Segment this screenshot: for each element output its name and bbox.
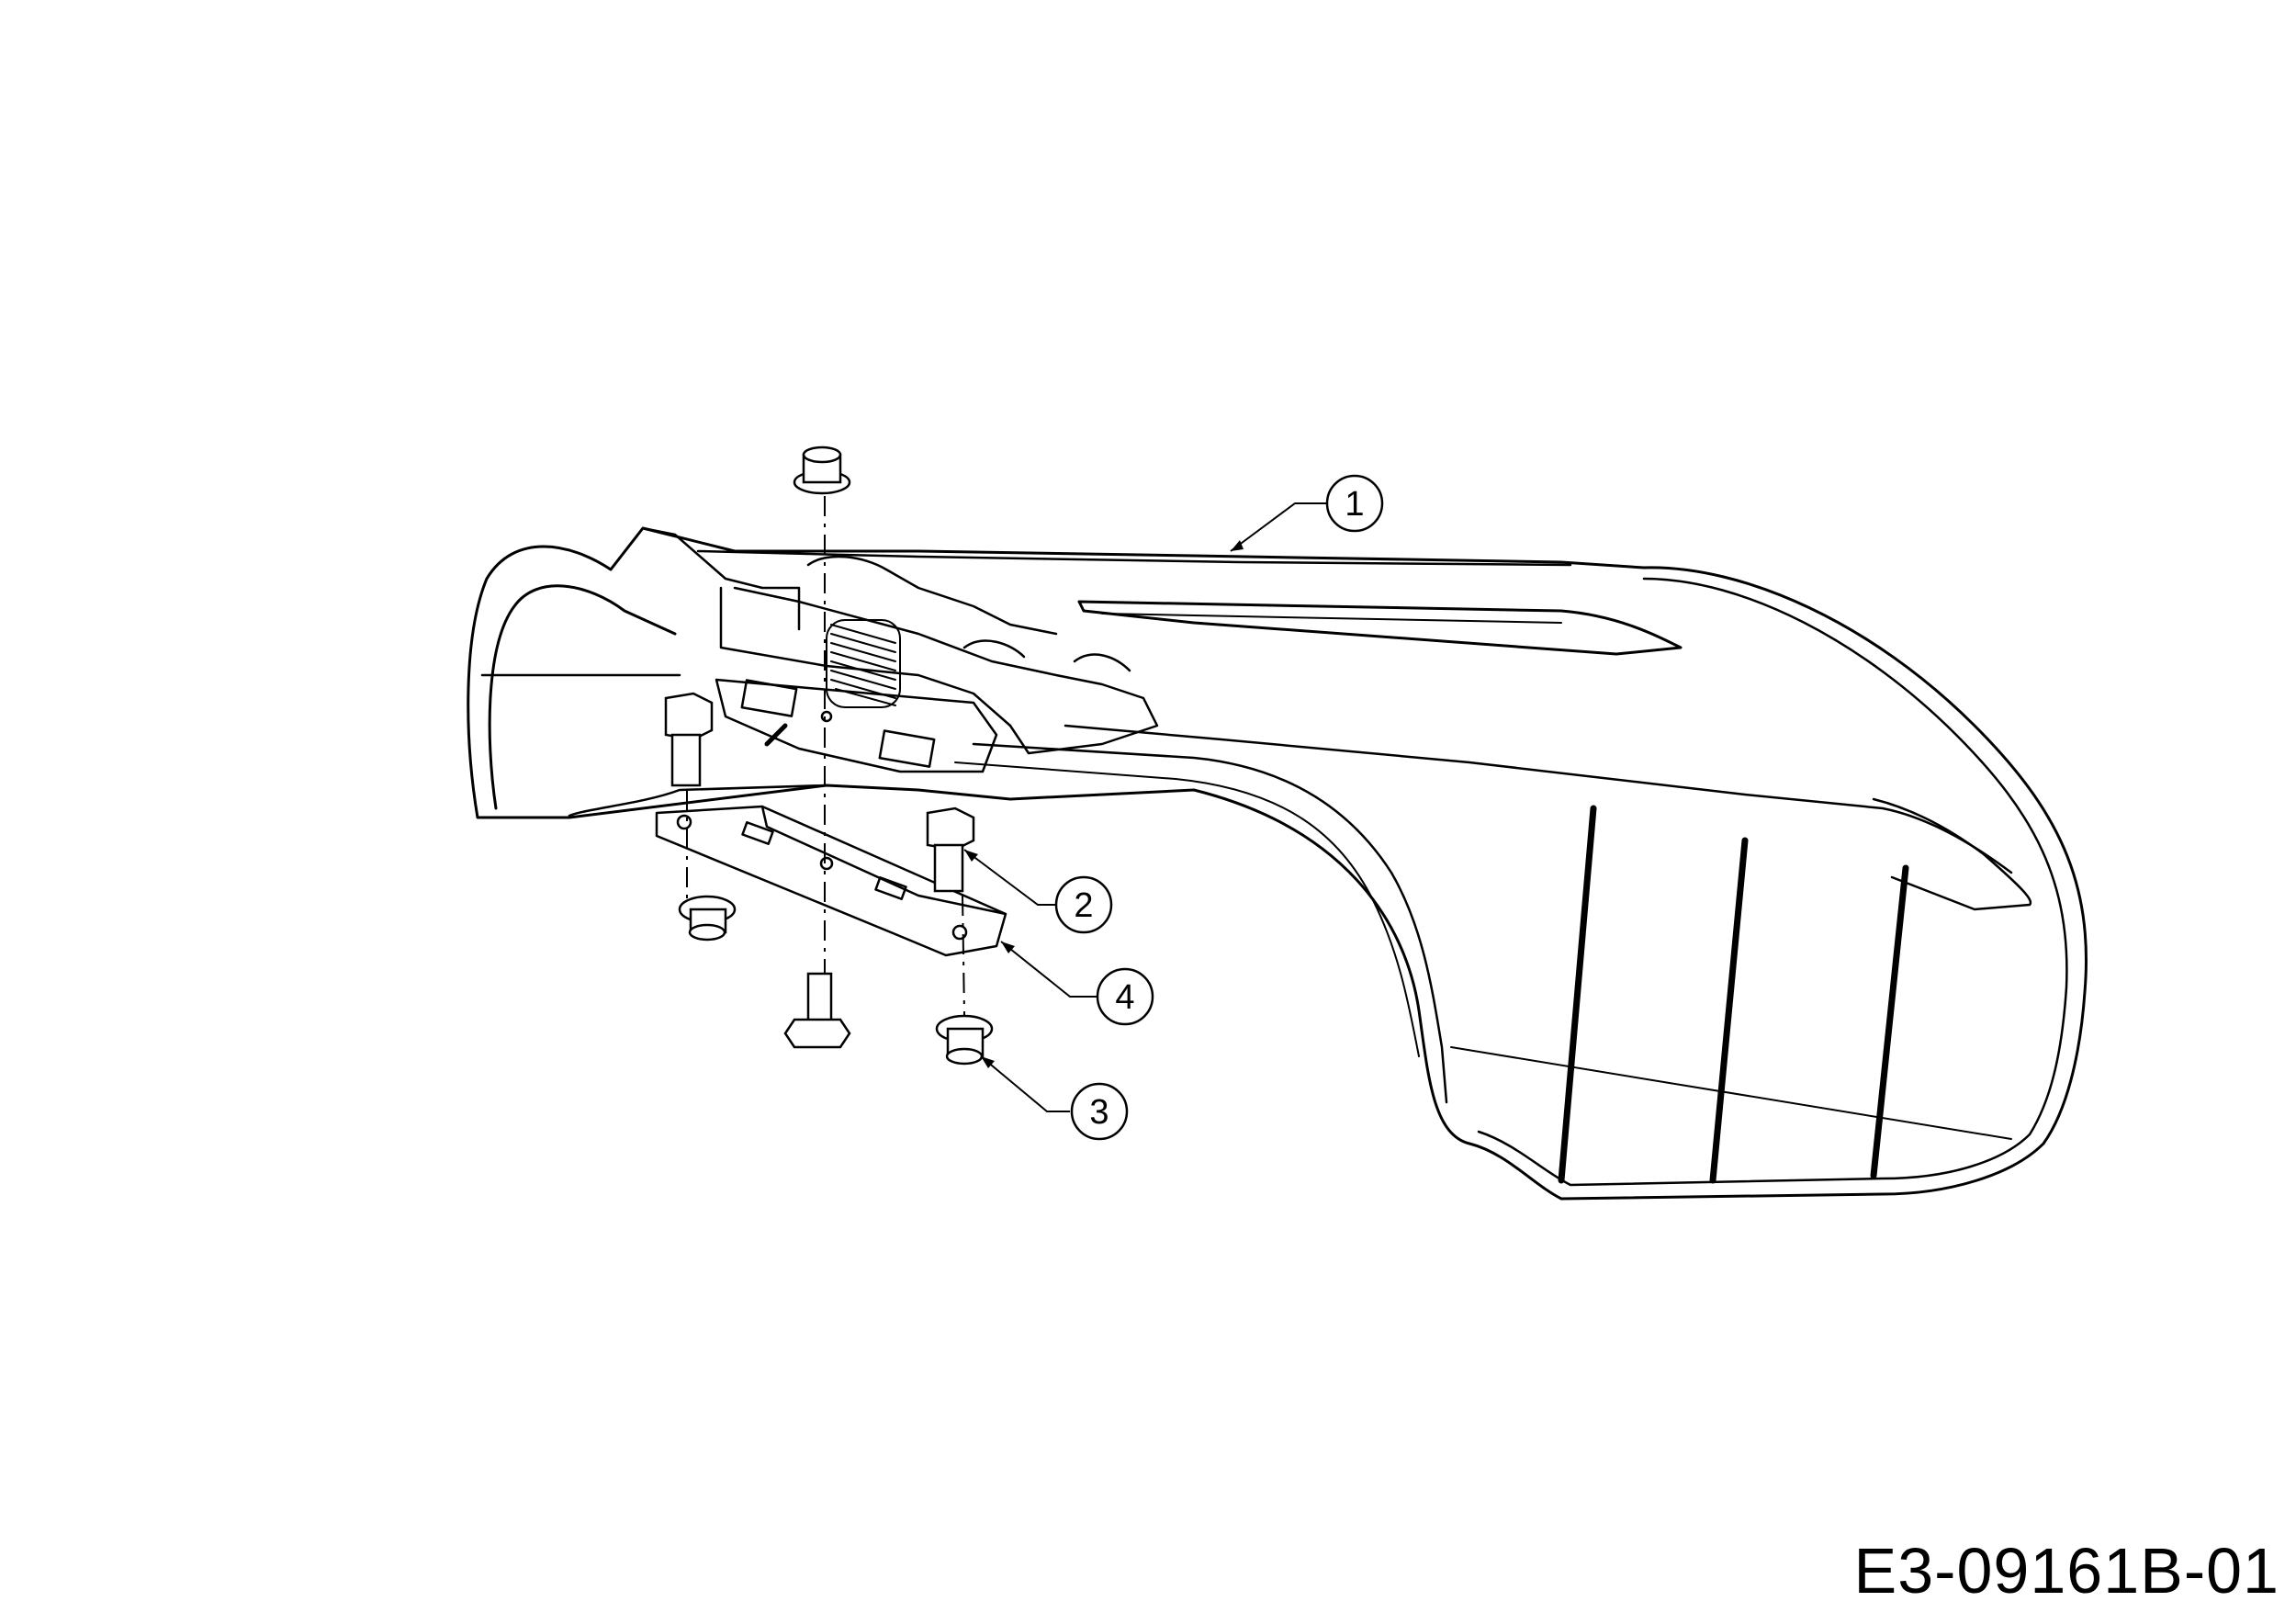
nut-right bbox=[935, 1014, 994, 1066]
callout-4: 4 bbox=[1000, 941, 1154, 1026]
assembly-centerlines bbox=[686, 496, 965, 1016]
bolt-right bbox=[926, 806, 975, 893]
callout-1: 1 bbox=[1230, 474, 1384, 552]
svg-text:3: 3 bbox=[1089, 1093, 1109, 1132]
hinge-mechanism bbox=[609, 526, 1159, 773]
discharge-chute-cover bbox=[467, 526, 2088, 1201]
callout-3: 3 bbox=[980, 1055, 1129, 1141]
bolt-left bbox=[664, 692, 714, 787]
flange-nut-top bbox=[793, 445, 851, 495]
callout-2: 2 bbox=[963, 849, 1113, 934]
nut-left bbox=[678, 895, 737, 942]
shoulder-bolt bbox=[783, 972, 851, 1049]
svg-text:1: 1 bbox=[1345, 485, 1364, 524]
drawing-id: E3-09161B-01 bbox=[1853, 1535, 2279, 1607]
svg-text:4: 4 bbox=[1115, 978, 1134, 1017]
svg-text:2: 2 bbox=[1074, 886, 1093, 925]
